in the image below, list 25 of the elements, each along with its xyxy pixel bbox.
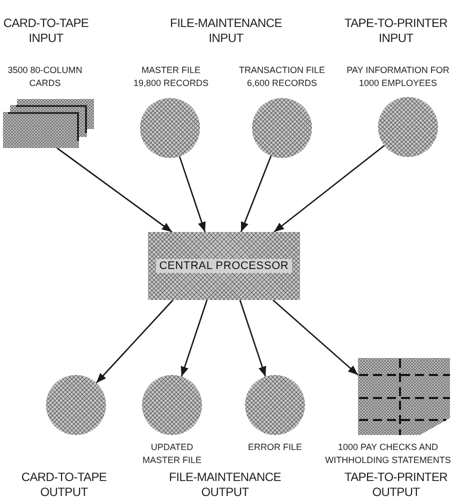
- symbol-caption: 3500 80-COLUMN CARDS: [6, 64, 84, 90]
- arrow: [240, 156, 272, 232]
- processor-box: [148, 232, 300, 300]
- section-heading: CARD-TO-TAPE OUTPUT: [20, 470, 108, 500]
- arrow: [180, 300, 208, 377]
- arrow: [239, 300, 266, 377]
- section-heading: TAPE-TO-PRINTER OUTPUT: [343, 470, 449, 500]
- symbol-caption: TRANSACTION FILE 6,600 RECORDS: [238, 64, 326, 90]
- section-heading: FILE-MAINTENANCE OUTPUT: [168, 470, 282, 500]
- section-heading: CARD-TO-TAPE INPUT: [2, 16, 90, 46]
- arrow: [272, 299, 358, 376]
- arrow: [178, 156, 206, 232]
- arrow: [56, 147, 172, 233]
- symbol-caption: ERROR FILE: [246, 441, 303, 454]
- arrow: [274, 144, 385, 233]
- processor-label: CENTRAL PROCESSOR: [156, 259, 292, 273]
- symbol-caption: PAY INFORMATION FOR 1000 EMPLOYEES: [346, 64, 450, 90]
- section-heading: FILE-MAINTENANCE INPUT: [169, 16, 283, 46]
- symbol-caption: UPDATED MASTER FILE: [141, 441, 202, 467]
- section-heading: TAPE-TO-PRINTER INPUT: [343, 16, 449, 46]
- symbol-caption: 1000 PAY CHECKS AND WITHHOLDING STATEMENTS: [324, 441, 452, 467]
- card-stack-drawing: [3, 99, 94, 148]
- symbol-caption: MASTER FILE 19,800 RECORDS: [132, 64, 210, 90]
- printed-form-sheet: [358, 358, 450, 435]
- arrow: [96, 300, 174, 384]
